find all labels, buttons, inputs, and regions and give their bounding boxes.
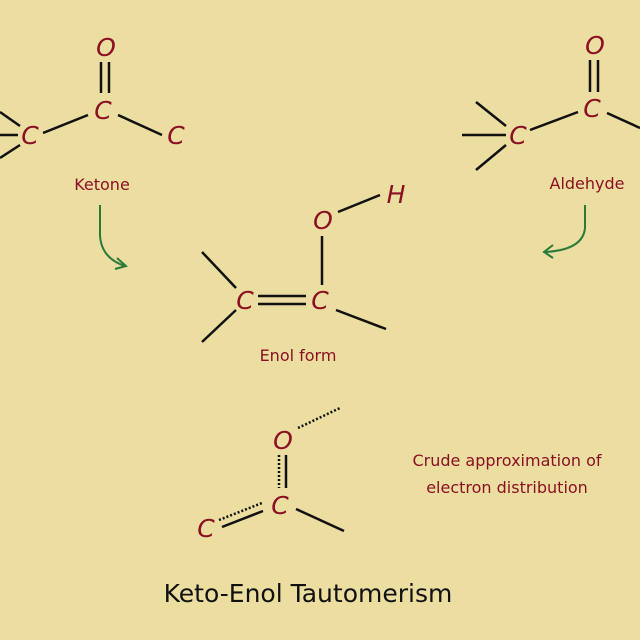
arrow-head-icon xyxy=(114,257,129,270)
enol-oxygen: O xyxy=(313,206,333,235)
aldehyde-carbonyl-carbon: C xyxy=(583,94,601,123)
ketone-structure: O C C C Ketone xyxy=(0,33,185,270)
approx-carbon-2: C xyxy=(197,514,215,543)
approx-carbon-1: C xyxy=(271,491,289,520)
enol-carbon-2: C xyxy=(311,286,329,315)
aldehyde-alpha-carbon: C xyxy=(509,121,527,150)
ketone-label: Ketone xyxy=(74,175,130,194)
aldehyde-oxygen: O xyxy=(585,31,605,60)
enol-label: Enol form xyxy=(260,346,337,365)
enol-hydrogen: H xyxy=(387,180,406,209)
diagram-title: Keto-Enol Tautomerism xyxy=(164,579,453,608)
ketone-oxygen: O xyxy=(96,33,116,62)
arrow-head-icon xyxy=(542,244,554,259)
ketone-carbonyl-carbon: C xyxy=(94,96,112,125)
ketone-arrow xyxy=(99,205,126,267)
ketone-alpha-carbon: C xyxy=(21,121,39,150)
approx-label-line1: Crude approximation of xyxy=(412,451,601,470)
approx-label-line2: electron distribution xyxy=(426,478,588,497)
aldehyde-label: Aldehyde xyxy=(550,174,625,193)
enol-structure: C C O H Enol form xyxy=(201,180,406,365)
aldehyde-structure: O C C Aldehyde xyxy=(462,31,640,259)
approx-oxygen: O xyxy=(273,426,293,455)
enol-carbon-1: C xyxy=(236,286,254,315)
electron-distribution-structure: O C C Crude approximation of electron di… xyxy=(197,406,602,543)
ketone-carbon: C xyxy=(167,121,185,150)
aldehyde-arrow xyxy=(544,205,586,253)
